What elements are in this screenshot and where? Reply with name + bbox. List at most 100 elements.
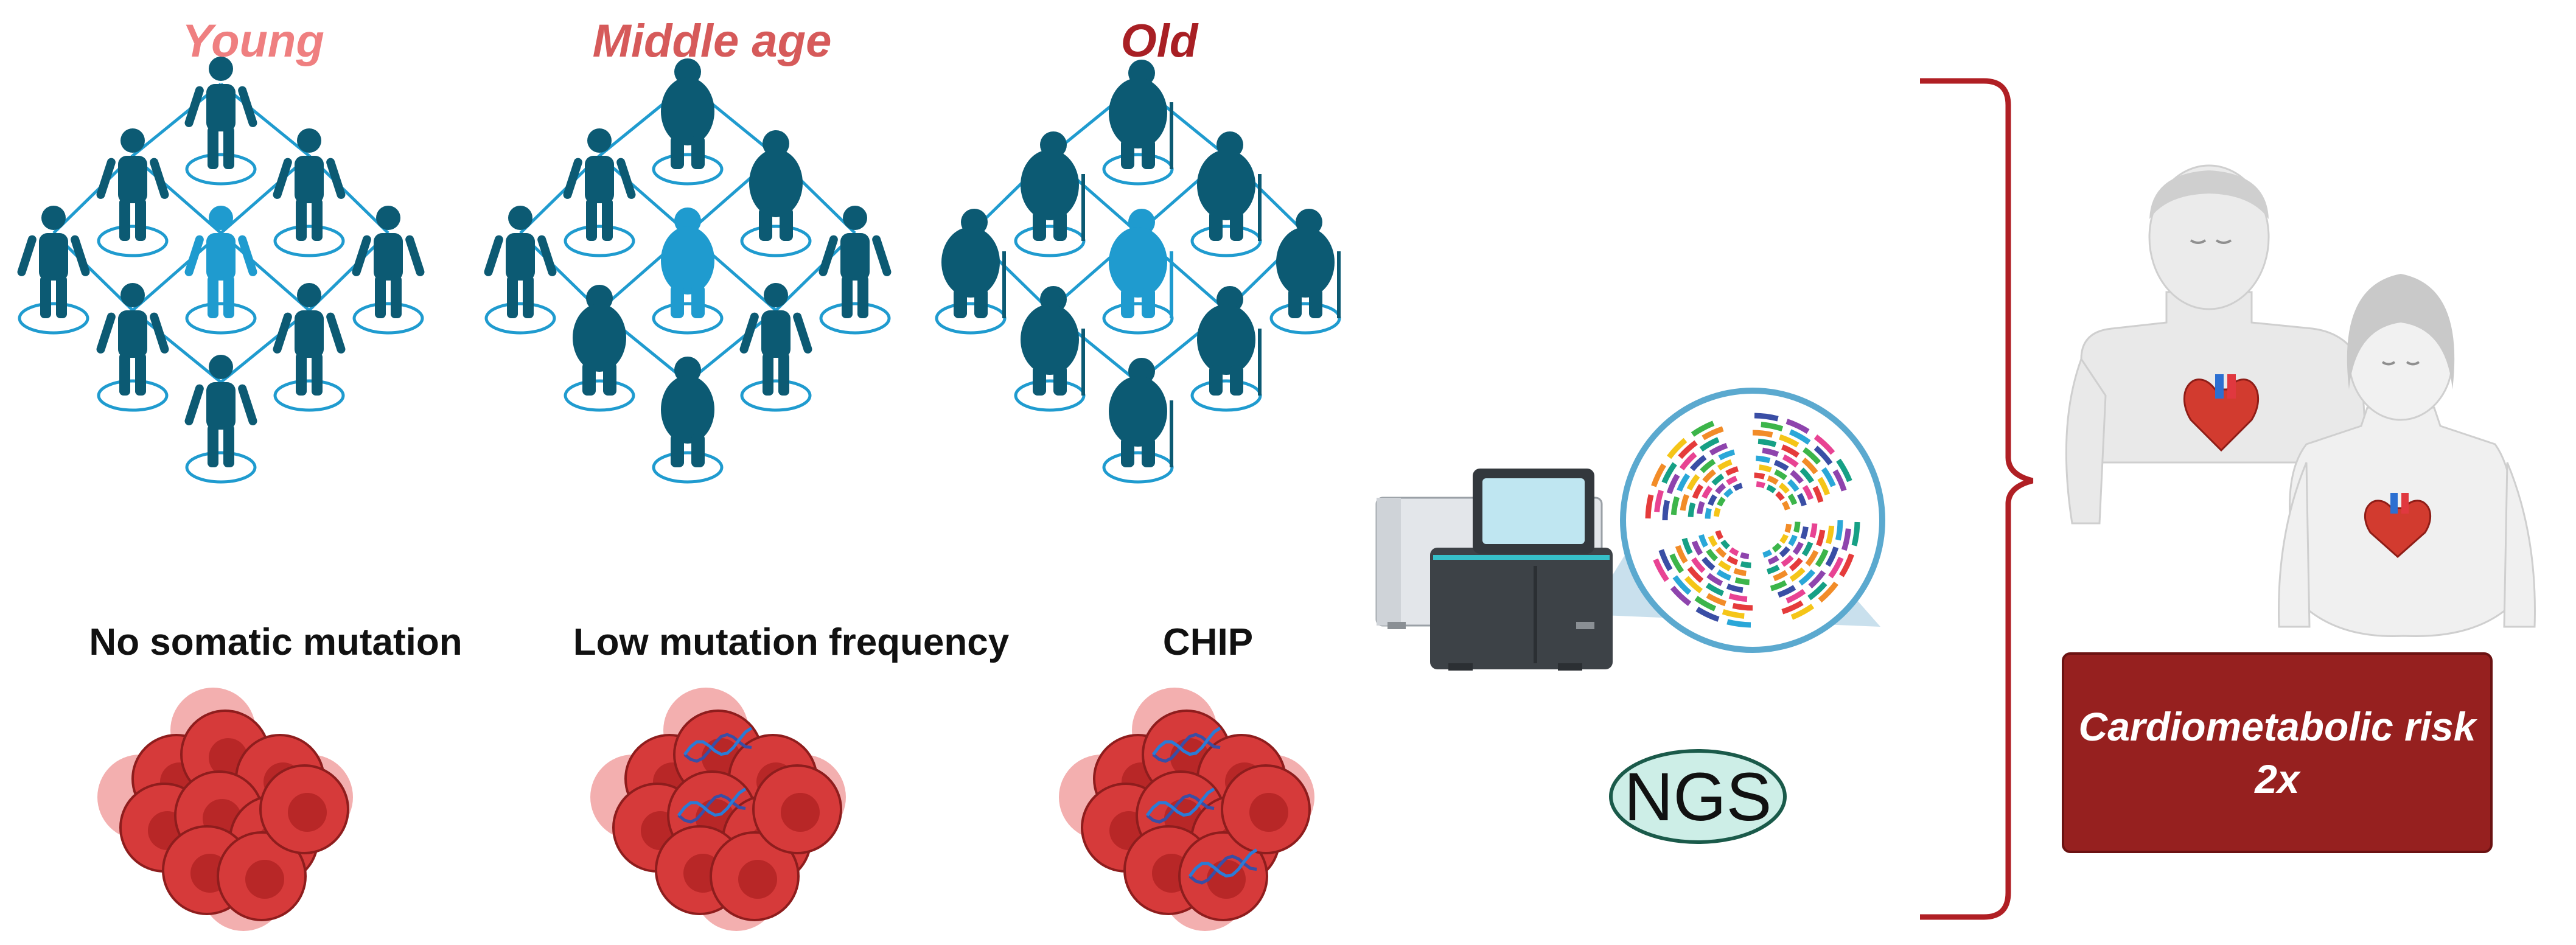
genome-segment [1787,493,1798,506]
age-title-young: Young [182,15,324,67]
person-icon [819,206,892,318]
genome-segment [1723,488,1734,498]
genome-segment [1816,529,1826,547]
genome-segment [1774,469,1787,481]
genome-segment [1789,429,1811,445]
genome-segment [1766,564,1780,574]
genome-segment [1802,484,1814,500]
person-icon [1109,358,1173,467]
genome-segment [1762,549,1773,558]
genome-segment [1821,467,1836,487]
genome-segment [1785,419,1810,434]
genome-segment [1832,469,1847,492]
genome-segment [1705,582,1725,596]
person-icon [1197,131,1262,241]
genome-segment [1792,542,1804,555]
genome-segment [1718,560,1731,571]
genome-segment [1815,548,1829,568]
genome-segment [1691,557,1706,573]
person-icon [1109,60,1173,169]
genome-segment [1687,566,1704,584]
person-icon [96,283,169,396]
mutation-label-middle-age: Low mutation frequency [573,621,1010,663]
genome-segment [1708,535,1718,547]
network-link [220,83,310,157]
network-node [740,225,812,257]
genome-segment [1654,489,1664,512]
person-icon [1021,286,1085,396]
genome-segment [1835,520,1843,541]
genome-segment [1812,486,1824,503]
heart-icon [2364,493,2432,559]
genome-segment [1726,619,1751,628]
genome-segment [1813,434,1835,455]
genome-segment [1718,449,1736,461]
population-network [484,58,892,484]
genome-segment [1779,434,1799,448]
genome-segment [1766,484,1776,493]
person-icon [573,285,626,396]
genome-segment [1726,475,1738,486]
human-figure-icon [2278,274,2536,637]
genome-segment [1808,570,1826,589]
network-node [97,379,169,412]
genome-segment [1767,555,1779,565]
person-icon [273,283,346,396]
genome-segment [1781,444,1800,458]
genome-segment [1773,570,1789,582]
genome-segment [1708,494,1717,506]
heart-icon [2183,374,2260,452]
genome-segment [1706,593,1726,607]
genome-segment [1740,552,1750,560]
genome-segment [1706,548,1719,562]
network-node [273,225,345,257]
genome-segment [1755,455,1771,464]
genome-segment [1702,556,1716,571]
genome-segment [1800,526,1809,540]
genome-segment [1785,588,1806,604]
human-figure-icon [2065,164,2368,525]
genome-rings [1645,413,1860,628]
population-network [935,60,1341,484]
cardiometabolic-risk-box: Cardiometabolic risk 2x [2062,652,2493,853]
risk-line2: 2x [2255,756,2300,801]
network-node [652,451,724,484]
red-blood-cell [752,764,842,854]
genome-segment [1771,543,1782,553]
person-icon [749,130,803,241]
red-blood-cell [259,764,349,854]
genome-segment [1699,437,1720,452]
network-node [564,225,635,257]
genome-segment [1700,458,1716,473]
network-node [652,302,724,335]
genome-segment [1675,545,1688,564]
genome-segment [1732,602,1753,611]
genome-segment [1677,473,1691,492]
network-node [1190,379,1262,412]
genome-segment [1787,479,1799,492]
person-icon [484,206,557,318]
genome-segment [1697,501,1705,514]
network-node [484,302,556,335]
dna-helix-icon [1146,787,1215,824]
network-node [564,379,635,412]
genome-segment [1725,466,1739,476]
network-node [1102,302,1174,335]
genome-segment [1779,534,1789,544]
dna-helix-icon [1152,727,1221,763]
genome-segment [1782,454,1799,468]
genome-segment [1825,525,1835,545]
age-title-middle-age: Middle age [592,15,832,67]
genome-segment [1702,469,1717,483]
network-link [131,232,222,312]
dna-helix-icon [683,727,753,763]
network-node [185,451,257,484]
age-title-old: Old [1120,15,1198,67]
genome-segment [1838,553,1854,577]
person-icon [563,128,636,241]
person-icon [1021,131,1085,241]
network-node [185,153,257,186]
genome-segment [1754,472,1765,479]
genome-segment [1767,475,1779,485]
